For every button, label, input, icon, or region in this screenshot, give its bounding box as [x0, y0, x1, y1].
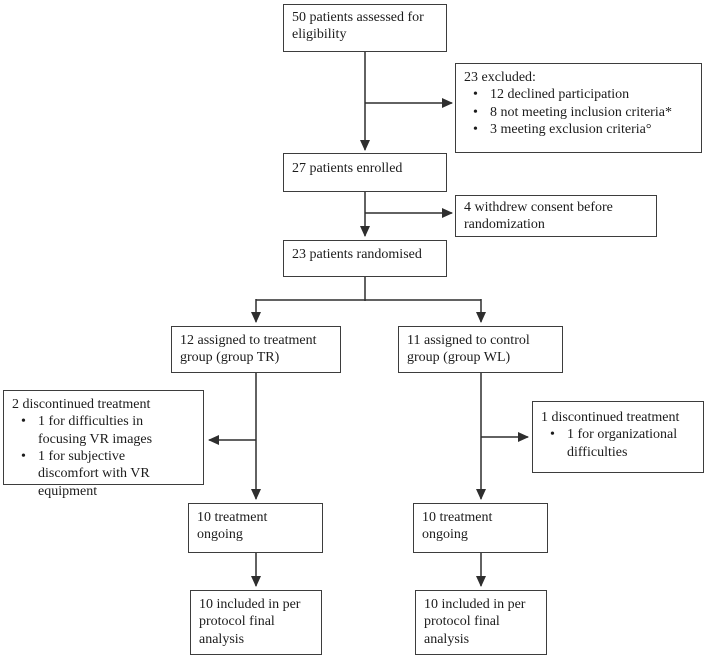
box-withdrew-consent: 4 withdrew consent before randomization — [455, 195, 657, 237]
box-per-protocol-analysis-tr: 10 included in per protocol final analys… — [190, 590, 322, 655]
box-per-protocol-analysis-wl: 10 included in per protocol final analys… — [415, 590, 547, 655]
box-text: 50 patients assessed for eligibility — [292, 10, 424, 43]
box-text: 27 patients enrolled — [292, 161, 403, 176]
box-text: 12 assigned to treatment group (group TR… — [180, 333, 317, 366]
box-assigned-control-group: 11 assigned to control group (group WL) — [398, 326, 563, 373]
box-title: 23 excluded: — [464, 70, 536, 85]
box-discontinued-treatment-group: 2 discontinued treatment 1 for difficult… — [3, 390, 204, 499]
box-treatment-ongoing-tr: 10 treatment ongoing — [188, 503, 323, 553]
box-assessed-for-eligibility: 50 patients assessed for eligibility — [283, 4, 447, 52]
discontinued-reason-item: 1 for difficulties in focusing VR images — [12, 413, 195, 448]
box-title: 1 discontinued treatment — [541, 410, 680, 425]
box-treatment-ongoing-wl: 10 treatment ongoing — [413, 503, 548, 553]
box-text: 11 assigned to control group (group WL) — [407, 333, 530, 366]
box-patients-enrolled: 27 patients enrolled — [283, 153, 447, 192]
excluded-reason-item: 3 meeting exclusion criteria° — [464, 121, 693, 139]
discontinued-reason-item: 1 for subjective discomfort with VR equi… — [12, 448, 195, 500]
box-excluded: 23 excluded: 12 declined participation 8… — [455, 63, 702, 153]
box-title: 2 discontinued treatment — [12, 397, 151, 412]
box-text: 23 patients randomised — [292, 247, 422, 262]
box-patients-randomised: 23 patients randomised — [283, 240, 447, 277]
box-assigned-treatment-group: 12 assigned to treatment group (group TR… — [171, 326, 341, 373]
box-text: 10 included in per protocol final analys… — [424, 597, 526, 647]
box-text: 10 included in per protocol final analys… — [199, 597, 301, 647]
excluded-reason-item: 8 not meeting inclusion criteria* — [464, 104, 693, 122]
box-text: 10 treatment ongoing — [197, 510, 268, 543]
box-text: 10 treatment ongoing — [422, 510, 493, 543]
box-text: 4 withdrew consent before randomization — [464, 200, 613, 233]
discontinued-reason-item: 1 for organizational difficulties — [541, 426, 695, 461]
excluded-reason-item: 12 declined participation — [464, 86, 693, 104]
box-discontinued-control-group: 1 discontinued treatment 1 for organizat… — [532, 401, 704, 473]
